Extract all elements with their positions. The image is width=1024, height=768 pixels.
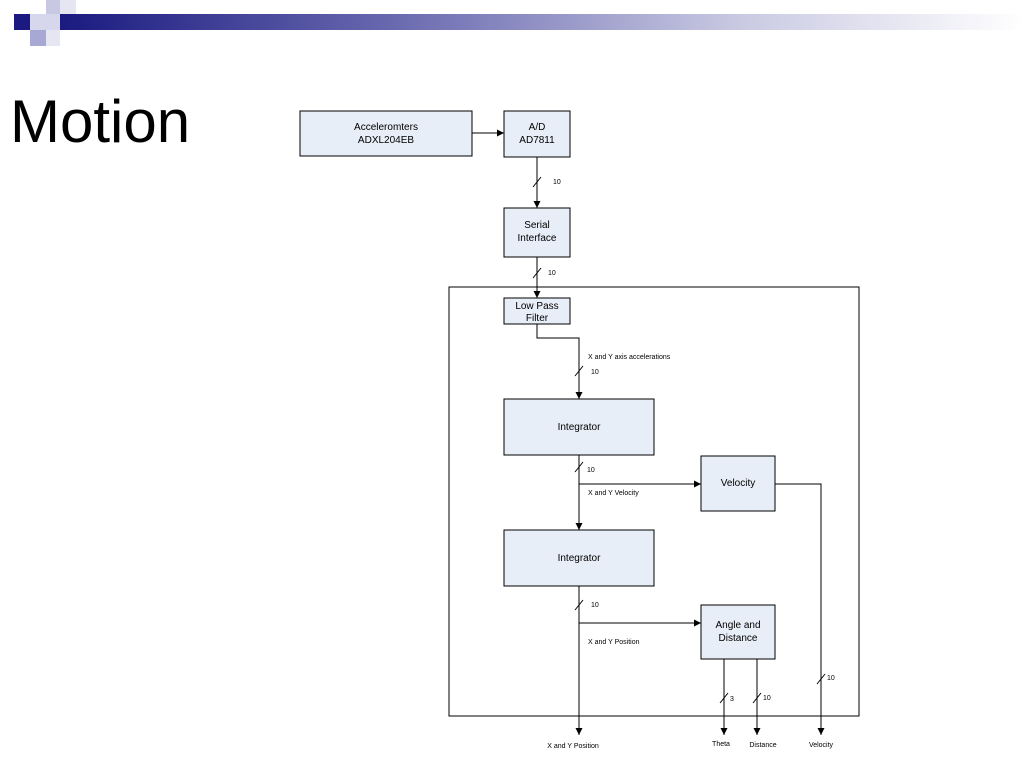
header-square-light-2 — [60, 0, 76, 14]
wire-integrator-2-out: 10 X and Y Position — [574, 586, 701, 735]
block-accelerometers: Acceleromters ADXL204EB — [299, 110, 473, 157]
bus-width-theta: 3 — [730, 696, 734, 703]
block-accelerometers-line1: Acceleromters — [354, 122, 418, 133]
bus-width-distance: 10 — [763, 695, 771, 702]
block-adc: A/D AD7811 — [503, 110, 571, 158]
slide-title: Motion — [10, 88, 191, 155]
signal-label-velocity: X and Y Velocity — [588, 490, 639, 497]
block-adc-line1: A/D — [529, 122, 546, 133]
bus-width-velocity-out: 10 — [827, 675, 835, 682]
bus-width-serial-lpf: 10 — [548, 270, 556, 277]
header-square-light-1 — [30, 14, 46, 30]
wire-velocity-out: 10 — [775, 483, 835, 735]
block-angle-distance: Angle and Distance — [700, 604, 776, 660]
block-lpf-line1: Low Pass — [515, 301, 558, 312]
block-integrator-2-label: Integrator — [558, 553, 601, 564]
bus-width-int2-out: 10 — [591, 602, 599, 609]
wire-theta-out: 3 — [719, 659, 734, 735]
bus-width-adc-serial: 10 — [553, 179, 561, 186]
header-square-light-4 — [46, 30, 60, 46]
bus-width-int1-out: 10 — [587, 467, 595, 474]
header-decoration — [14, 0, 1024, 46]
output-label-distance: Distance — [749, 742, 776, 749]
block-integrator-1-label: Integrator — [558, 422, 601, 433]
header-square-mid-2 — [30, 30, 46, 46]
header-gradient-bar — [60, 14, 1024, 30]
wire-serial-to-lpf: 10 — [532, 257, 556, 298]
block-serial-line2: Interface — [518, 233, 557, 244]
block-integrator-2: Integrator — [503, 529, 655, 587]
processing-enclosure — [448, 286, 860, 717]
header-square-dark-1 — [14, 14, 30, 30]
header-square-mid-1 — [46, 0, 60, 14]
block-lpf-line2: Filter — [526, 313, 549, 324]
signal-label-position: X and Y Position — [588, 639, 640, 646]
output-label-velocity: Velocity — [809, 742, 834, 749]
header-square-light-3 — [46, 14, 60, 30]
wire-lpf-to-integrator-1: X and Y axis accelerations 10 — [536, 324, 671, 399]
wire-adc-to-serial: 10 — [532, 157, 561, 208]
block-velocity-label: Velocity — [721, 478, 755, 489]
signal-label-accelerations: X and Y axis accelerations — [588, 354, 671, 361]
block-low-pass-filter: Low Pass Filter — [503, 297, 571, 325]
block-angle-line1: Angle and — [715, 620, 760, 631]
wire-distance-out: 10 — [752, 659, 771, 735]
block-integrator-1: Integrator — [503, 398, 655, 456]
block-accelerometers-line2: ADXL204EB — [358, 135, 414, 146]
block-angle-line2: Distance — [719, 633, 758, 644]
output-label-theta: Theta — [712, 741, 730, 748]
block-serial-interface: Serial Interface — [503, 207, 571, 258]
block-adc-line2: AD7811 — [519, 135, 555, 146]
wire-integrator-1-out: 10 X and Y Velocity — [574, 455, 701, 530]
block-serial-line1: Serial — [524, 220, 550, 231]
block-velocity: Velocity — [700, 455, 776, 512]
output-label-position: X and Y Position — [547, 743, 599, 750]
bus-width-lpf-int1: 10 — [591, 369, 599, 376]
